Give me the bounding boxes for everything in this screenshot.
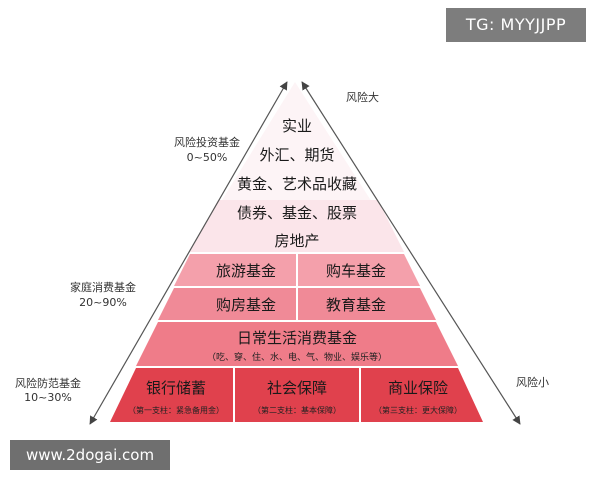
fund-group-range: 0~50% [187, 151, 228, 164]
consumption-fund-label: 购车基金 [326, 262, 386, 280]
investment-tier: 实业 [282, 117, 312, 135]
protection-title: 社会保障 [267, 379, 327, 397]
risk-low-label: 风险小 [516, 375, 549, 389]
investment-tier: 外汇、期货 [259, 146, 334, 164]
fund-group-name: 风险投资基金 [174, 135, 240, 149]
left-risk-arrow [89, 81, 288, 425]
fund-group-range: 10~30% [24, 391, 72, 404]
fund-group-range: 20~90% [79, 296, 127, 309]
watermark: TG: MYYJJPP [446, 8, 586, 42]
protection-note: （第三支柱：更大保障） [374, 405, 462, 415]
protection-title: 银行储蓄 [146, 379, 206, 397]
consumption-fund-label: 旅游基金 [216, 262, 276, 280]
protection-note: （第二支柱：基本保障） [253, 405, 341, 415]
daily-consumption-note: （吃、穿、住、水、电、气、物业、娱乐等） [207, 351, 387, 363]
fund-group-name: 家庭消费基金 [70, 280, 136, 294]
investment-tier: 债券、基金、股票 [237, 204, 357, 222]
protection-note: （第一支柱：紧急备用金） [128, 405, 224, 415]
investment-tier: 黄金、艺术品收藏 [237, 175, 357, 193]
risk-high-label: 风险大 [346, 90, 379, 104]
daily-consumption-label: 日常生活消费基金 [237, 329, 357, 347]
protection-title: 商业保险 [388, 379, 448, 397]
investment-tier: 房地产 [274, 232, 319, 250]
consumption-fund-label: 教育基金 [326, 296, 386, 314]
right-risk-arrow [301, 81, 521, 425]
fund-group-name: 风险防范基金 [15, 376, 81, 390]
consumption-fund-label: 购房基金 [216, 296, 276, 314]
source-watermark: www.2dogai.com [10, 440, 170, 470]
